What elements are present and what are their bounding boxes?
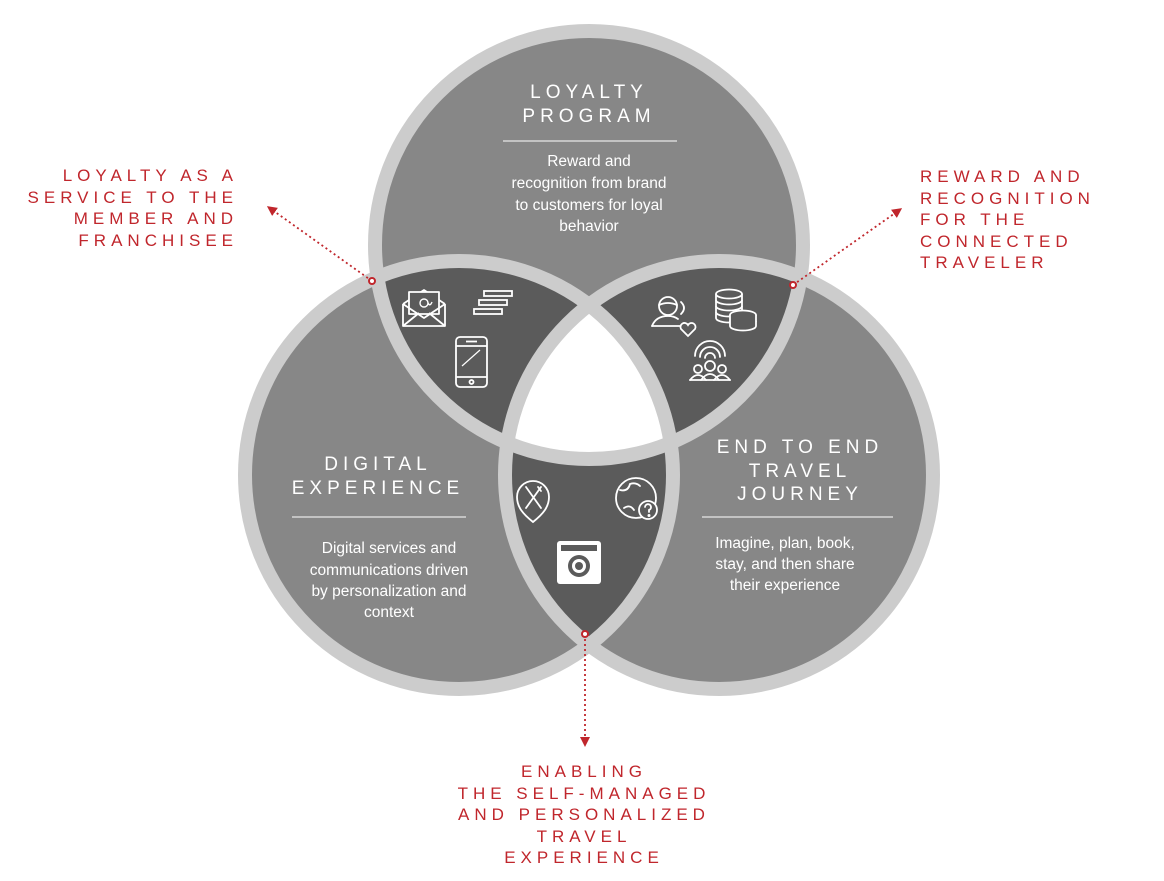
connected-group-icon: [689, 340, 731, 381]
menu-lines-icon: [473, 290, 513, 315]
callout-right-line: CONNECTED: [920, 231, 1073, 251]
loyalty-program-block: LOYALTY PROGRAM Reward and recognition f…: [503, 82, 677, 235]
digital-title-line-2: EXPERIENCE: [292, 478, 464, 499]
callout-bottom: ENABLING THE SELF-MANAGED AND PERSONALIZ…: [434, 761, 734, 869]
loyalty-title-line-2: PROGRAM: [522, 106, 655, 127]
arrow-right: [792, 208, 903, 286]
digital-desc-line-3: by personalization and: [311, 583, 466, 600]
customer-love-icon: [651, 296, 697, 338]
callout-bottom-line: THE SELF-MANAGED: [457, 783, 711, 803]
email-icon: [402, 289, 446, 327]
anchor-dot-bottom: [581, 630, 589, 638]
callout-bottom-line: ENABLING: [521, 762, 647, 781]
callout-bottom-line: EXPERIENCE: [504, 848, 664, 867]
digital-desc-line-4: context: [364, 604, 415, 621]
restaurant-pin-icon: [516, 480, 550, 524]
callout-bottom-line: TRAVEL: [536, 826, 632, 846]
callout-left: LOYALTY AS A SERVICE TO THE MEMBER AND F…: [0, 165, 238, 251]
callout-right-line: RECOGNITION: [920, 188, 1095, 208]
anchor-dot-left: [368, 277, 376, 285]
callout-left-line: SERVICE TO THE: [27, 187, 238, 207]
travel-desc-line-3: their experience: [730, 577, 840, 594]
washing-machine-icon: [557, 541, 601, 584]
loyalty-desc-line-4: behavior: [559, 218, 618, 235]
overlap-center: [505, 261, 673, 459]
travel-title-line-3: JOURNEY: [737, 484, 863, 505]
callout-left-line: FRANCHISEE: [78, 230, 238, 250]
circle-rings: [238, 24, 940, 696]
callout-right-line: TRAVELER: [920, 253, 1049, 272]
travel-desc-line-2: stay, and then share: [715, 556, 854, 573]
travel-title-line-1: END TO END: [717, 437, 884, 458]
callout-right-line: FOR THE: [920, 210, 1030, 229]
callout-right: REWARD AND RECOGNITION FOR THE CONNECTED…: [920, 166, 1095, 274]
digital-title-line-1: DIGITAL: [324, 454, 432, 475]
travel-desc-line-1: Imagine, plan, book,: [715, 535, 855, 552]
travel-title-line-2: TRAVEL: [749, 461, 852, 482]
callout-left-line: LOYALTY AS A: [62, 166, 238, 185]
coins-stack-icon: [715, 288, 757, 332]
digital-desc-line-2: communications driven: [310, 562, 469, 579]
callout-arrows: [266, 206, 903, 747]
loyalty-desc-line-3: to customers for loyal: [515, 197, 662, 214]
anchor-dots: [368, 277, 797, 638]
globe-help-icon: [615, 477, 658, 520]
digital-desc-line-1: Digital services and: [322, 540, 456, 557]
anchor-dot-right: [789, 281, 797, 289]
loyalty-desc-line-1: Reward and: [547, 153, 631, 170]
smartphone-icon: [455, 336, 488, 388]
callout-right-line: REWARD AND: [920, 167, 1085, 186]
travel-journey-block: END TO END TRAVEL JOURNEY Imagine, plan,…: [702, 437, 893, 594]
callout-left-line: MEMBER AND: [73, 209, 238, 228]
callout-bottom-line: AND PERSONALIZED: [458, 805, 710, 824]
loyalty-desc-line-2: recognition from brand: [511, 175, 666, 192]
arrow-left: [266, 206, 373, 282]
digital-experience-block: DIGITAL EXPERIENCE Digital services and …: [292, 454, 469, 621]
loyalty-title-line-1: LOYALTY: [530, 82, 648, 103]
